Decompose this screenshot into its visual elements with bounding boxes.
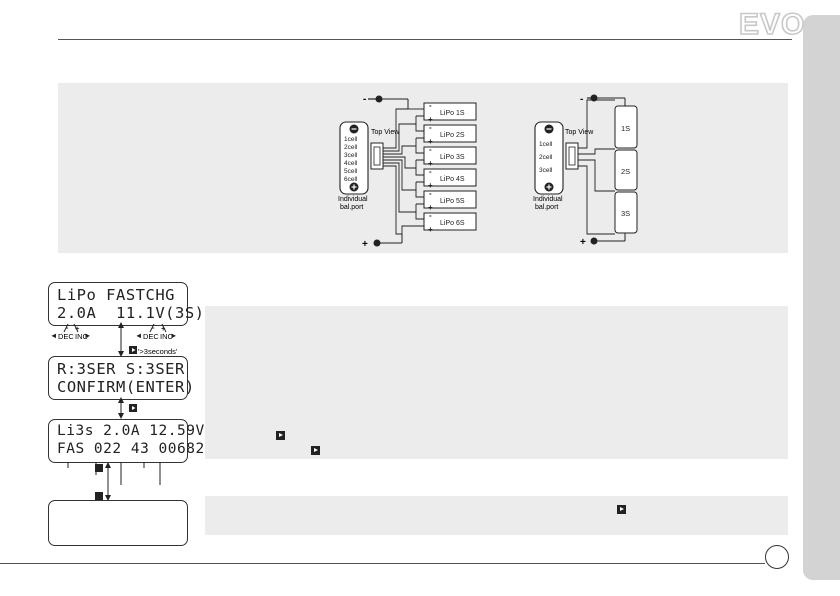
- lcd-screen-charge-setup: LiPo FASTCHG 2.0A 11.1V(3S): [48, 282, 204, 326]
- battery-label: LiPo 5S: [440, 198, 465, 205]
- top-view-label: Top View: [565, 129, 594, 136]
- svg-text:-: -: [429, 211, 432, 220]
- minus-label: -: [580, 94, 583, 105]
- start-enter-key-icon: [276, 431, 285, 440]
- dec-key-icon: [95, 464, 103, 472]
- svg-text:+: +: [428, 181, 433, 190]
- plus-terminal: [373, 239, 381, 247]
- port-cell-label: 4cell: [344, 160, 358, 167]
- svg-text:◄: ◄: [135, 331, 142, 340]
- description-panel: [205, 306, 788, 459]
- dec-label: DEC: [143, 332, 159, 341]
- lcd-line-2: CONFIRM(ENTER): [57, 378, 195, 396]
- lcd-screen-charging-status: Li3s 2.0A 12.59V FAS 022 43 00682: [48, 419, 204, 463]
- top-view-label: Top View: [371, 129, 400, 136]
- plus-label: +: [580, 237, 586, 248]
- right-wiring-diagram: - + 1cell 2cell 3cell Top View Individua…: [533, 94, 638, 248]
- svg-text:+: +: [75, 324, 80, 333]
- plus-terminal: [590, 237, 598, 245]
- battery-label: LiPo 2S: [440, 132, 465, 139]
- svg-text:+: +: [428, 137, 433, 146]
- svg-text:-: -: [429, 145, 432, 154]
- page-number-circle: [765, 545, 789, 569]
- brand-logo: EVO: [738, 7, 806, 42]
- start-enter-key-icon: [311, 446, 320, 455]
- lcd-line-1: Li3s 2.0A 12.59V: [57, 423, 205, 439]
- svg-text:►: ►: [170, 331, 177, 340]
- left-wiring-diagram: - + 1cell 2cell 3cell 4cell 5cell 6cell …: [338, 94, 477, 250]
- lcd-line-2: 2.0A 11.1V(3S): [57, 304, 205, 322]
- battery-label: LiPo 3S: [440, 154, 465, 161]
- port-label: bal.port: [535, 204, 558, 211]
- svg-text:►: ►: [84, 331, 91, 340]
- port-cell-label: 1cell: [344, 136, 358, 143]
- svg-text:-: -: [429, 189, 432, 198]
- svg-text:-: -: [429, 167, 432, 176]
- minus-terminal: [375, 95, 383, 103]
- battery-label: LiPo 6S: [440, 220, 465, 227]
- plus-label: +: [362, 239, 368, 250]
- port-cell-label: 2cell: [539, 154, 553, 161]
- lcd-screen-confirm: R:3SER S:3SER CONFIRM(ENTER): [48, 356, 194, 400]
- port-cell-label: 2cell: [344, 144, 358, 151]
- svg-text:-: -: [152, 323, 155, 332]
- battery-label: LiPo 1S: [440, 110, 465, 117]
- top-rule: [58, 39, 792, 40]
- inc-key-icon: [95, 492, 103, 500]
- svg-text:+: +: [428, 203, 433, 212]
- balance-port: [534, 121, 564, 195]
- minus-label: -: [363, 94, 366, 105]
- battery-label: LiPo 4S: [440, 176, 465, 183]
- port-cell-label: 6cell: [344, 176, 358, 183]
- cell-label: 1S: [621, 124, 630, 133]
- port-cell-label: 5cell: [344, 168, 358, 175]
- svg-text:◄: ◄: [50, 331, 57, 340]
- port-cell-label: 1cell: [539, 141, 553, 148]
- port-label: Individual: [338, 196, 368, 203]
- note-panel: [205, 496, 788, 535]
- svg-text:-: -: [429, 101, 432, 110]
- svg-text:-: -: [429, 123, 432, 132]
- screen-flow-annotations: ◄► ◄► -+ -+ DEC INC DEC INC '>3seconds': [50, 322, 178, 501]
- stop-key-icon: [617, 505, 626, 514]
- lcd-line-1: LiPo FASTCHG: [57, 286, 175, 304]
- side-tab: [803, 15, 840, 580]
- balance-port: [339, 121, 369, 195]
- lcd-line-2: FAS 022 43 00682: [57, 441, 205, 457]
- svg-text:+: +: [428, 159, 433, 168]
- dec-label: DEC: [58, 332, 74, 341]
- svg-text:-: -: [66, 323, 69, 332]
- port-cell-label: 3cell: [344, 152, 358, 159]
- lcd-line-1: R:3SER S:3SER: [57, 360, 185, 378]
- port-label: Individual: [533, 196, 563, 203]
- cell-label: 2S: [621, 167, 630, 176]
- wiring-diagram-panel: [58, 83, 788, 253]
- lcd-screen-blank: [48, 500, 188, 546]
- svg-text:+: +: [428, 225, 433, 234]
- svg-text:+: +: [428, 115, 433, 124]
- inc-label: INC: [160, 332, 174, 341]
- hold-duration-label: '>3seconds': [138, 347, 178, 356]
- port-label: bal.port: [340, 204, 363, 211]
- inc-label: INC: [75, 332, 89, 341]
- cell-label: 3S: [621, 209, 630, 218]
- bottom-rule: [0, 563, 765, 564]
- svg-text:+: +: [161, 324, 166, 333]
- port-cell-label: 3cell: [539, 167, 553, 174]
